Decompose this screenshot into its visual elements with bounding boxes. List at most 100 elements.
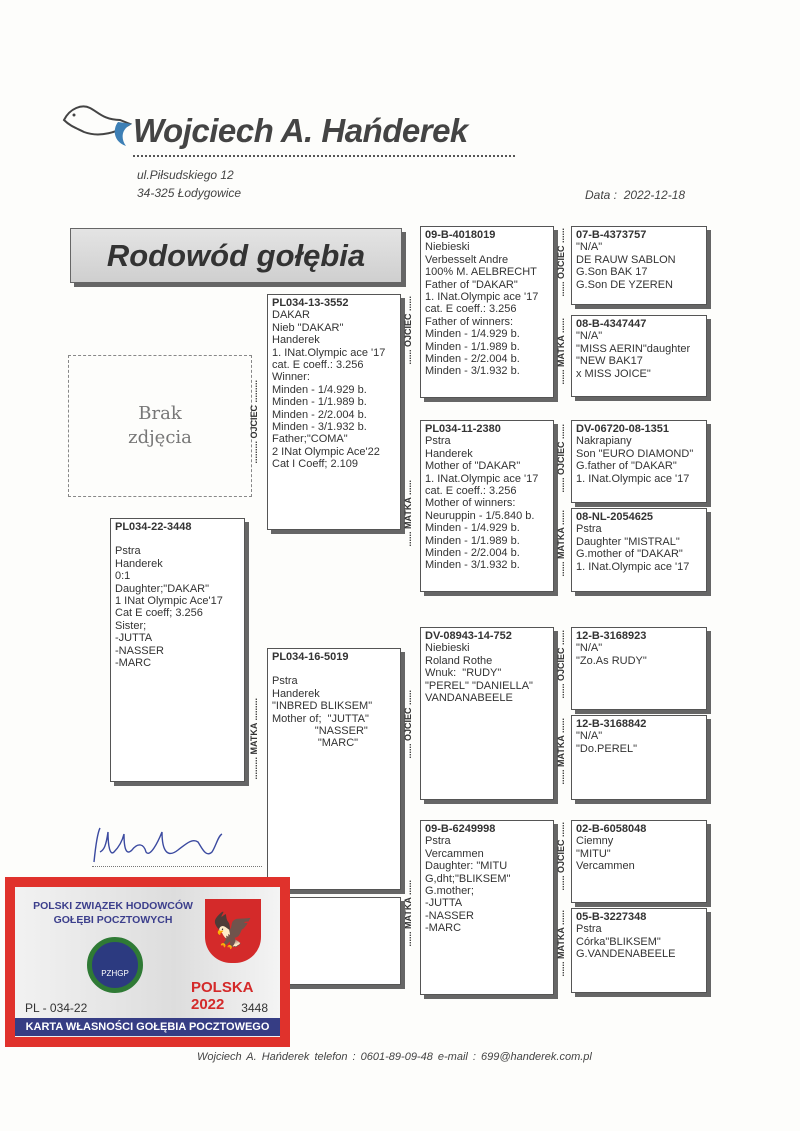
address-street: ul.Piłsudskiego 12 — [137, 168, 234, 182]
pzhgp-logo-text: PZHGP — [101, 969, 129, 978]
pigeon-info-line: Mother of "DAKAR" — [425, 460, 521, 473]
label-matka: ...... MATKA ...... — [556, 910, 566, 977]
pzhgp-logo: PZHGP — [87, 937, 143, 993]
document-date: Data : 2022-12-18 — [585, 188, 685, 202]
pigeon-info-line: 0:1 — [115, 570, 131, 583]
pigeon-info-line: 1. INat.Olympic ace '17 — [272, 346, 386, 359]
pigeon-info-line: VANDANABEELE — [425, 692, 513, 705]
date-label: Data : — [585, 188, 618, 202]
date-value: 2022-12-18 — [623, 188, 686, 202]
pigeon-info-line: 1 INat Olympic Ace'17 — [115, 595, 223, 608]
pigeon-info-line: Father of winners: — [425, 315, 514, 328]
pigeon-logo-icon — [62, 105, 133, 146]
pigeon-card-ss-dam: 08-B-4347447"N/A""MISS AERIN"daughter"NE… — [571, 315, 707, 397]
pigeon-info-line: G,dht;"BLIKSEM" — [425, 872, 511, 885]
pigeon-info-line: Handerek — [272, 687, 320, 700]
pigeon-info-line: Pstra — [576, 523, 602, 536]
pigeon-info-line: Daughter: "MITU — [425, 860, 508, 873]
pigeon-info-line: Vercammen — [425, 847, 484, 860]
pigeon-info-line: Sister; — [115, 619, 147, 632]
pigeon-info-line: 1. INat.Olympic ace '17 — [425, 291, 539, 304]
pigeon-info-line: Niebieski — [425, 241, 470, 254]
pigeon-info-line: Pstra — [115, 545, 141, 558]
pigeon-info-line — [115, 533, 240, 545]
label-ojciec: ...... OJCIEC ...... — [556, 424, 566, 493]
label-ojciec: ...... OJCIEC ...... — [556, 630, 566, 699]
pigeon-info-line: G.Son BAK 17 — [576, 266, 648, 279]
label-ojciec: ...... OJCIEC ...... — [556, 228, 566, 297]
pigeon-info-line: G.mother of "DAKAR" — [576, 548, 683, 561]
card-country-year: POLSKA 2022 — [191, 979, 253, 1013]
pigeon-info-line: Pstra — [272, 675, 298, 688]
pigeon-info-line: Minden - 1/4.929 b. — [272, 383, 367, 396]
pigeon-info-line: Handerek — [425, 447, 473, 460]
label-matka: ...... MATKA ...... — [403, 880, 413, 947]
ring-number: PL034-13-3552 — [272, 297, 349, 309]
pigeon-info-line: "INBRED BLIKSEM" — [272, 700, 373, 713]
page-title-box: Rodowód gołębia — [70, 228, 402, 283]
pigeon-info-line: G.father of "DAKAR" — [576, 460, 677, 473]
pigeon-info-line: 2 INat Olympic Ace'22 — [272, 445, 380, 458]
pigeon-info-line: Minden - 3/1.932 b. — [272, 421, 367, 434]
pigeon-info-line: -JUTTA — [425, 897, 463, 910]
pigeon-info-line: 1. INat.Olympic ace '17 — [576, 472, 690, 485]
label-ojciec: ......... OJCIEC ......... — [249, 380, 259, 464]
card-ring-number: 3448 — [241, 1001, 268, 1015]
photo-placeholder-line2: zdjęcia — [128, 427, 192, 448]
pigeon-info-line: Son "EURO DIAMOND" — [576, 447, 694, 460]
pigeon-info-line: 1. INat.Olympic ace '17 — [576, 560, 690, 573]
ring-number: 08-NL-2054625 — [576, 511, 654, 523]
pigeon-info-line: -MARC — [115, 657, 152, 670]
pigeon-info-line: Niebieski — [425, 642, 470, 655]
signature — [93, 827, 223, 863]
label-matka: ...... MATKA ...... — [556, 510, 566, 577]
label-matka: ...... MATKA ...... — [556, 318, 566, 385]
pigeon-card-ds-sire: 12-B-3168923"N/A""Zo.As RUDY" — [571, 627, 707, 710]
ring-number: 09-B-6249998 — [425, 823, 496, 835]
label-ojciec: ...... OJCIEC ...... — [556, 822, 566, 891]
pigeon-info-line: "Zo.As RUDY" — [576, 654, 647, 667]
pigeon-info-line: G.VANDENABEELE — [576, 948, 676, 961]
footer-contact: Wojciech A. Hańderek telefon : 0601-89-0… — [197, 1051, 592, 1063]
header-divider — [133, 155, 515, 157]
label-ojciec: ...... OJCIEC ...... — [403, 690, 413, 759]
pigeon-info-line: Minden - 1/1.989 b. — [272, 396, 367, 409]
ring-number: PL034-16-5019 — [272, 651, 349, 663]
pigeon-info-line: Mother of; "JUTTA" — [272, 712, 369, 725]
pigeon-info-line: Pstra — [576, 923, 602, 936]
address-city: 34-325 Łodygowice — [137, 186, 242, 200]
label-matka: ...... MATKA ...... — [403, 480, 413, 547]
ring-number: 09-B-4018019 — [425, 229, 496, 241]
pigeon-info-line: Córka"BLIKSEM" — [576, 935, 661, 948]
ring-number: 12-B-3168842 — [576, 718, 647, 730]
pigeon-info-line: "N/A" — [576, 642, 603, 655]
pigeon-info-line: Minden - 3/1.932 b. — [425, 559, 520, 572]
ring-number: PL034-22-3448 — [115, 521, 192, 533]
pigeon-info-line: Minden - 2/2.004 b. — [425, 547, 520, 560]
page-title: Rodowód gołębia — [106, 238, 366, 273]
pigeon-info-line: cat. E coeff.: 3.256 — [425, 303, 517, 316]
pigeon-info-line: "MISS AERIN"daughter — [576, 342, 691, 355]
pigeon-info-line: Handerek — [272, 334, 320, 347]
polish-eagle-icon: 🦅 — [205, 899, 261, 963]
pigeon-info-line: Pstra — [425, 435, 451, 448]
pigeon-info-line: Verbesselt Andre — [425, 253, 509, 266]
pigeon-info-line: "MARC" — [272, 737, 359, 750]
pigeon-info-line: cat. E coeff.: 3.256 — [425, 485, 517, 498]
pigeon-info-line: Minden - 1/1.989 b. — [425, 340, 520, 353]
ring-number: 02-B-6058048 — [576, 823, 647, 835]
pigeon-info-line: Nakrapiany — [576, 435, 632, 448]
pigeon-info-line: Winner: — [272, 371, 310, 384]
pigeon-info-line: Minden - 1/4.929 b. — [425, 328, 520, 341]
pigeon-info-line: G.Son DE YZEREN — [576, 278, 673, 291]
